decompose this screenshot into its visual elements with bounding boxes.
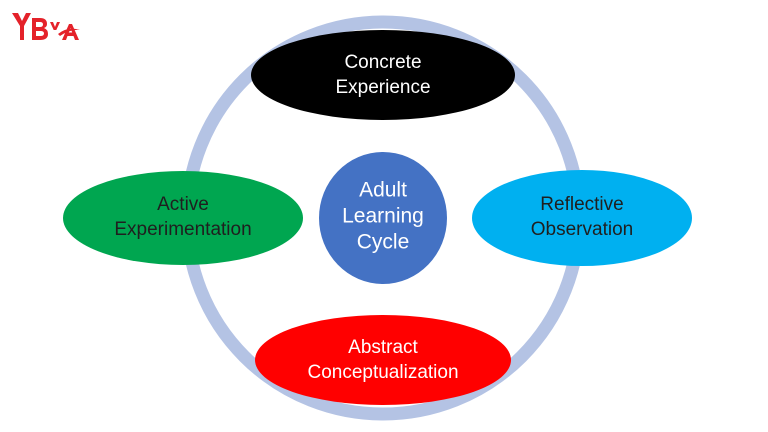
node-abstract-conceptualization-line-1: Abstract — [348, 337, 418, 358]
center-line-2: Learning — [342, 205, 424, 228]
node-active-experimentation: Active Experimentation — [63, 171, 303, 265]
node-abstract-conceptualization: Abstract Conceptualization — [255, 315, 511, 405]
node-reflective-observation-line-2: Observation — [531, 219, 633, 240]
center-adult-learning-cycle: Adult Learning Cycle — [319, 152, 447, 284]
center-line-3: Cycle — [357, 231, 410, 254]
node-concrete-experience-line-2: Experience — [335, 77, 430, 98]
center-line-1: Adult — [359, 179, 407, 202]
node-active-experimentation-line-2: Experimentation — [114, 219, 251, 240]
node-reflective-observation: Reflective Observation — [472, 170, 692, 266]
ybva-logo — [12, 13, 80, 40]
node-reflective-observation-line-1: Reflective — [540, 194, 623, 215]
node-concrete-experience-line-1: Concrete — [344, 52, 421, 73]
node-concrete-experience: Concrete Experience — [251, 30, 515, 120]
node-active-experimentation-line-1: Active — [157, 194, 209, 215]
node-abstract-conceptualization-line-2: Conceptualization — [307, 362, 458, 383]
